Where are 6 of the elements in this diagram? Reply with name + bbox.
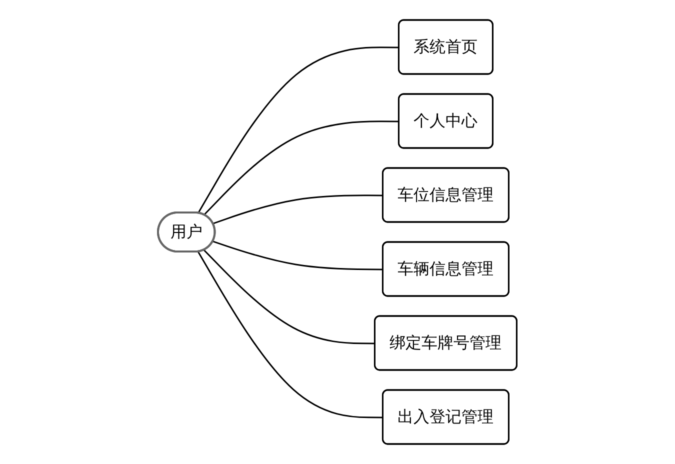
connector [204, 250, 376, 344]
connector [204, 120, 400, 216]
connector [198, 46, 400, 214]
connector [212, 194, 384, 224]
connector [198, 251, 384, 418]
connector [212, 240, 384, 270]
